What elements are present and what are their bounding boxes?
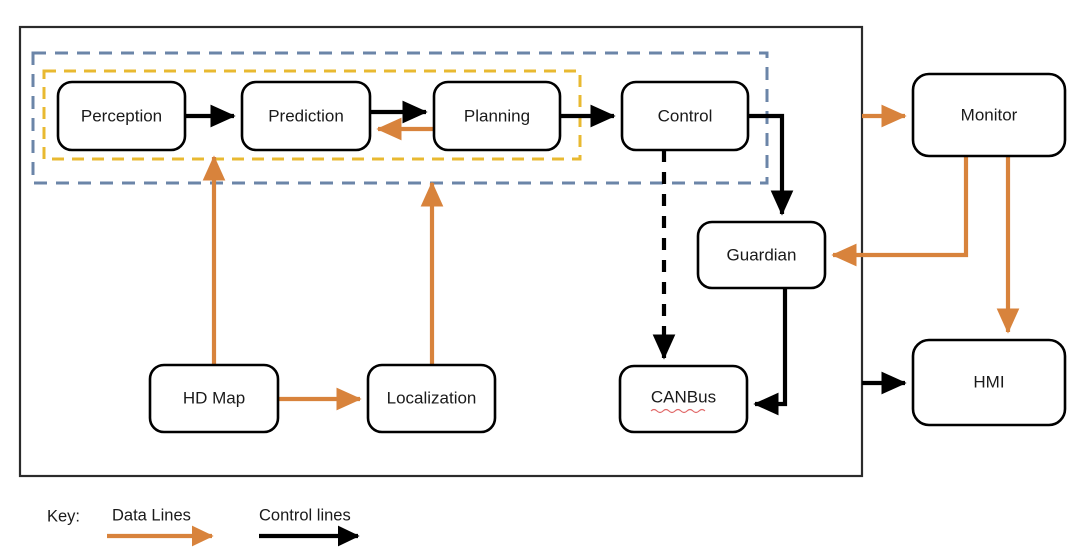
edge-control-to-guardian [748,113,794,216]
legend: Key: Data Lines Control lines [47,506,360,547]
spellcheck-squiggle-icon [650,408,706,414]
edge-guardian-to-canbus [753,288,788,416]
node-prediction-box[interactable] [240,80,372,152]
outer-system-frame [18,25,864,478]
node-prediction[interactable]: Prediction [240,80,372,152]
legend-data-lines-label: Data Lines [112,506,191,524]
node-perception[interactable]: Perception [56,80,187,152]
node-hd-map[interactable]: HD Map [148,363,280,434]
node-planning[interactable]: Planning [432,80,562,152]
node-control[interactable]: Control [620,80,750,152]
node-localization-box[interactable] [366,363,497,434]
node-guardian[interactable]: Guardian [696,220,827,290]
node-monitor-box[interactable] [911,72,1067,158]
node-guardian-box[interactable] [696,220,827,290]
node-hmi-box[interactable] [911,338,1067,427]
node-control-box[interactable] [620,80,750,152]
node-canbus-box[interactable] [618,364,749,434]
edge-monitor-to-guardian [831,156,969,267]
node-monitor[interactable]: Monitor [911,72,1067,158]
node-planning-box[interactable] [432,80,562,152]
node-hmi[interactable]: HMI [911,338,1067,427]
node-perception-box[interactable] [56,80,187,152]
node-hd-map-box[interactable] [148,363,280,434]
legend-control-lines-label: Control lines [259,506,351,524]
legend-title: Key: [47,507,80,525]
node-canbus[interactable]: CANBus [618,364,749,434]
node-localization[interactable]: Localization [366,363,497,434]
